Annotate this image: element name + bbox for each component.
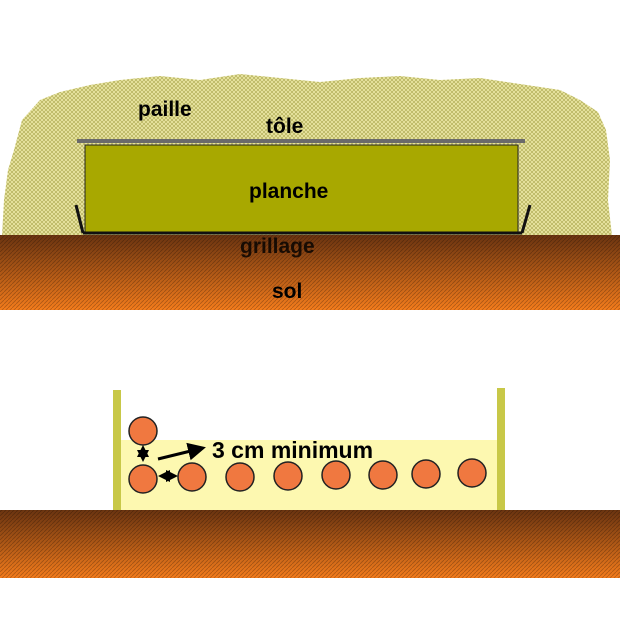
soil-bottom-texture xyxy=(0,510,620,578)
top-diagram: paille tôle planche grillage sol xyxy=(0,74,620,310)
items-group xyxy=(128,416,487,494)
item-circle xyxy=(321,460,351,490)
label-sheet-metal: tôle xyxy=(266,115,303,138)
mesh-right-edge xyxy=(520,204,532,234)
spacing-label: 3 cm minimum xyxy=(212,437,373,463)
item-circle xyxy=(411,459,441,489)
item-circle xyxy=(457,458,487,488)
label-straw: paille xyxy=(138,98,192,121)
item-circle xyxy=(273,461,303,491)
pointer-arrow xyxy=(157,442,206,461)
item-circle xyxy=(368,460,398,490)
mesh-left-edge xyxy=(74,204,85,234)
label-board: planche xyxy=(249,180,328,203)
item-circle xyxy=(128,416,158,446)
soil-texture xyxy=(0,235,620,310)
left-wall xyxy=(113,390,121,510)
label-soil: sol xyxy=(272,280,302,303)
item-circle xyxy=(225,462,255,492)
board xyxy=(84,144,519,234)
right-wall xyxy=(497,388,505,510)
bottom-diagram: 3 cm minimum xyxy=(0,388,620,578)
item-circle xyxy=(128,464,158,494)
item-circle xyxy=(177,462,207,492)
label-mesh: grillage xyxy=(240,235,315,258)
sheet-metal xyxy=(77,139,525,143)
